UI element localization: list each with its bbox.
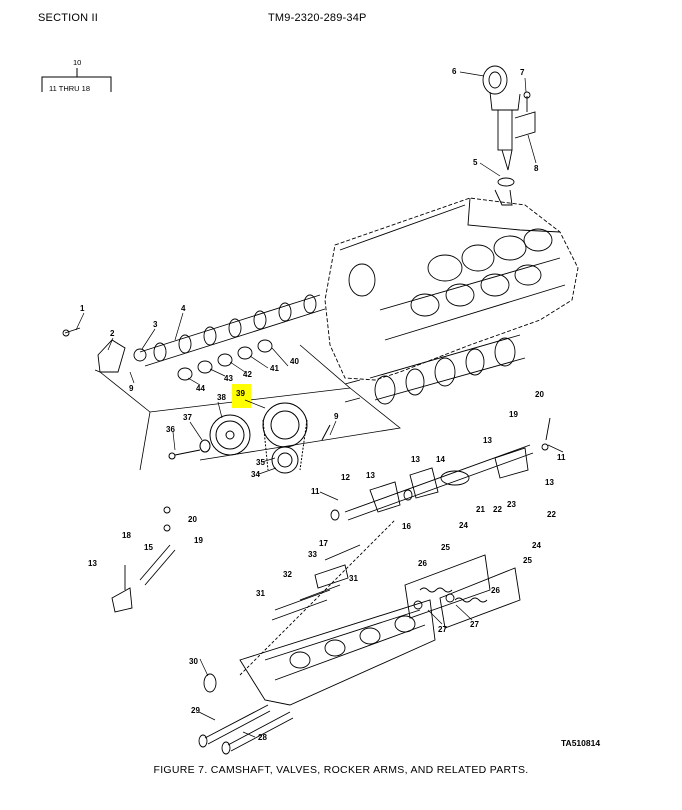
rocker-arms-left: [239, 519, 396, 676]
callout-32: 32: [283, 570, 292, 579]
distributor-drive-assembly: [482, 65, 536, 187]
callout-9a: 9: [129, 384, 134, 393]
callout-41: 41: [270, 364, 279, 373]
callout-14: 14: [436, 455, 445, 464]
callout-25b: 25: [523, 556, 532, 565]
callout-15: 15: [144, 543, 153, 552]
callout-13d: 13: [545, 478, 554, 487]
callout-11b: 11: [557, 453, 566, 462]
callout-27b: 27: [470, 620, 479, 629]
callout-36: 36: [166, 425, 175, 434]
timing-gear-set: [168, 402, 331, 474]
tm-number: TM9-2320-289-34P: [268, 12, 367, 24]
valves: [198, 673, 294, 755]
bracket-top-label: 10: [73, 58, 81, 67]
callout-27a: 27: [438, 625, 447, 634]
callout-40: 40: [290, 357, 299, 366]
callout-22a: 22: [493, 505, 502, 514]
callout-30: 30: [189, 657, 198, 666]
callout-13c: 13: [483, 436, 492, 445]
callout-13a: 13: [366, 471, 375, 480]
callout-16: 16: [402, 522, 411, 531]
callout-7: 7: [520, 68, 525, 77]
camshaft-plane: [94, 344, 401, 471]
engine-block: [324, 189, 579, 381]
callout-24a: 24: [459, 521, 468, 530]
callout-18: 18: [122, 531, 131, 540]
figure-caption: FIGURE 7. CAMSHAFT, VALVES, ROCKER ARMS,…: [153, 764, 529, 776]
callout-19b: 19: [194, 536, 203, 545]
section-label: SECTION II: [38, 12, 99, 24]
callout-28: 28: [258, 733, 267, 742]
leader-lines: [75, 71, 564, 738]
bracket-bottom-label: 11 THRU 18: [49, 84, 90, 93]
callout-25a: 25: [441, 543, 450, 552]
callout-23: 23: [507, 500, 516, 509]
callout-31b: 31: [349, 574, 358, 583]
callout-22b: 22: [547, 510, 556, 519]
callout-20b: 20: [188, 515, 197, 524]
callout-1: 1: [80, 304, 85, 313]
callout-6: 6: [452, 67, 457, 76]
callout-34: 34: [251, 470, 260, 479]
callout-31a: 31: [256, 589, 265, 598]
callout-3: 3: [153, 320, 158, 329]
callout-19a: 19: [509, 410, 518, 419]
callout-26b: 26: [491, 586, 500, 595]
callout-29: 29: [191, 706, 200, 715]
callout-2: 2: [110, 329, 115, 338]
callout-12: 12: [341, 473, 350, 482]
callout-37: 37: [183, 413, 192, 422]
callout-26a: 26: [418, 559, 427, 568]
reference-bracket: [41, 68, 112, 92]
callout-5: 5: [473, 158, 478, 167]
thrust-plate-parts: [62, 327, 147, 373]
callout-9b: 9: [334, 412, 339, 421]
callout-24b: 24: [532, 541, 541, 550]
callout-8: 8: [534, 164, 539, 173]
cylinder-head: [239, 599, 436, 706]
valve-springs: [404, 554, 521, 629]
callout-20a: 20: [535, 390, 544, 399]
callout-44: 44: [196, 384, 205, 393]
callout-17: 17: [319, 539, 328, 548]
callout-42: 42: [243, 370, 252, 379]
art-number: TA510814: [561, 738, 601, 748]
callout-13b: 13: [411, 455, 420, 464]
callout-21: 21: [476, 505, 485, 514]
crankshaft: [344, 334, 526, 405]
callout-4: 4: [181, 304, 186, 313]
callout-33: 33: [308, 550, 317, 559]
camshaft: [139, 294, 326, 367]
callout-43: 43: [224, 374, 233, 383]
camshaft-bearings: [177, 339, 273, 381]
callout-39: 39: [236, 389, 245, 398]
highlight-39: [232, 384, 251, 408]
callout-11a: 11: [311, 487, 320, 496]
rocker-shaft-assembly: [330, 417, 551, 521]
callout-35: 35: [256, 458, 265, 467]
rocker-support-left: [111, 506, 176, 613]
callout-13e: 13: [88, 559, 97, 568]
callout-38: 38: [217, 393, 226, 402]
